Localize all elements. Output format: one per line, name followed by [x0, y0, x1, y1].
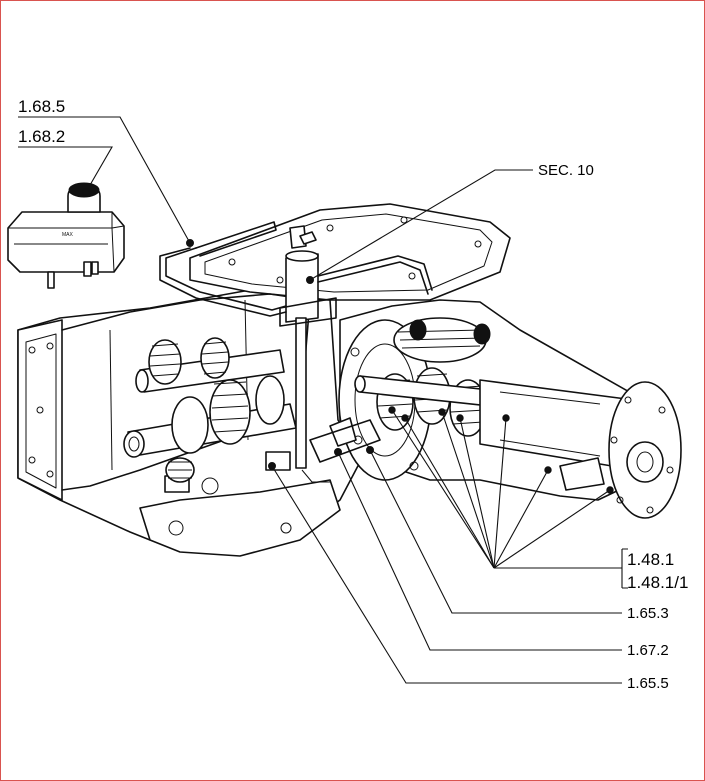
control-valve: [265, 225, 337, 483]
callout-1-68-5: 1.68.5: [18, 97, 65, 116]
input-gears: [123, 337, 297, 483]
callout-1-65-3: 1.65.3: [627, 605, 669, 622]
callout-1-67-2: 1.67.2: [627, 642, 669, 659]
hydraulic-pipes: [159, 221, 433, 317]
callout-sec-10: SEC. 10: [538, 162, 594, 179]
callout-1-68-2: 1.68.2: [18, 127, 65, 146]
callout-1-48-1-1: 1.48.1/1: [627, 573, 688, 592]
svg-text:MAX: MAX: [62, 232, 74, 238]
leader-lines: [18, 116, 628, 684]
fluid-reservoir: MAX: [7, 182, 125, 289]
callout-1-65-5: 1.65.5: [627, 675, 669, 692]
callout-1-48-1: 1.48.1: [627, 550, 674, 569]
differential-assembly: [309, 299, 682, 519]
